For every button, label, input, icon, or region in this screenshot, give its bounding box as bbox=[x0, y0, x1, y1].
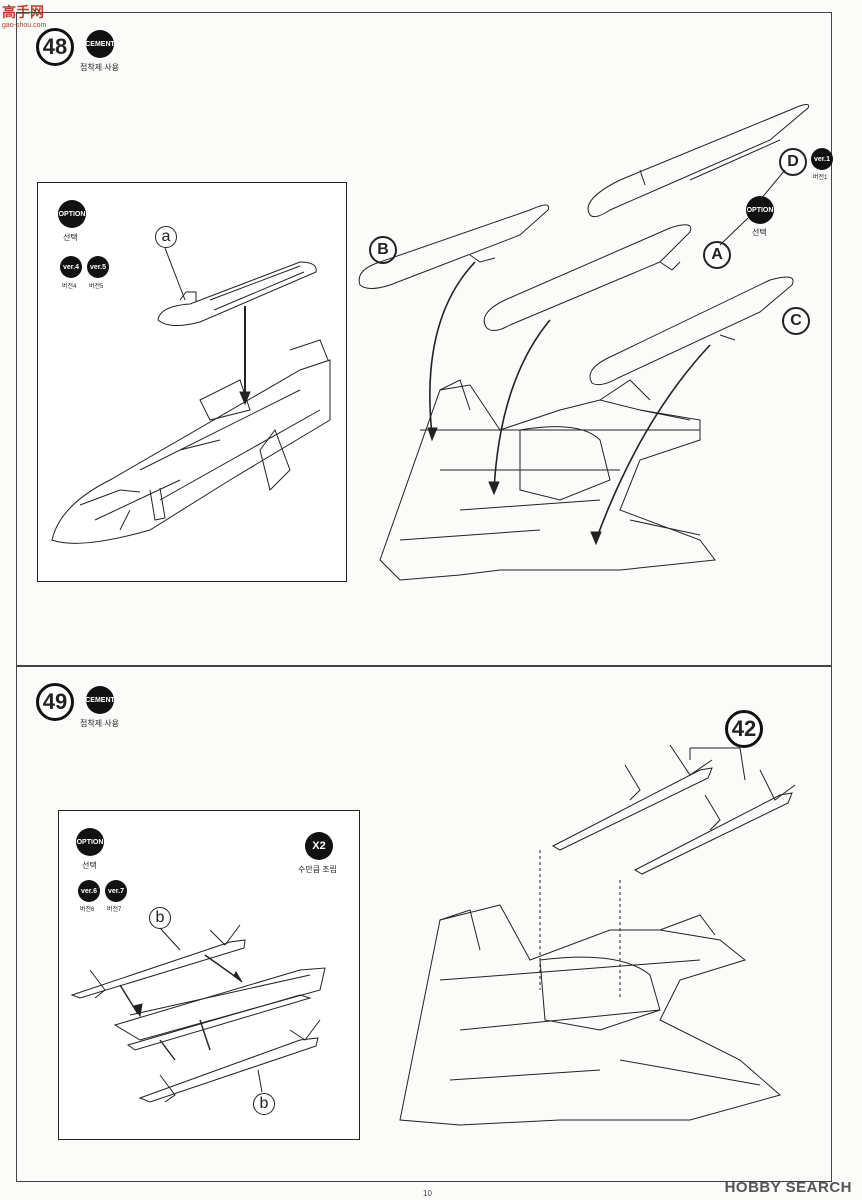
part-a-label: a bbox=[155, 226, 177, 248]
version-4-icon: ver.4 bbox=[60, 256, 82, 278]
version-1-caption: 버전1 bbox=[813, 175, 828, 181]
part-b-label: B bbox=[369, 236, 397, 264]
option-icon-right: OPTION bbox=[746, 196, 774, 224]
part-c-label: C bbox=[782, 307, 810, 335]
version-7-caption: 버전7 bbox=[107, 907, 122, 913]
option-caption-49: 선택 bbox=[82, 861, 97, 870]
option-caption: 선택 bbox=[63, 233, 78, 242]
option-caption-right: 선택 bbox=[752, 228, 767, 237]
watermark-url: gao-shou.com bbox=[2, 22, 47, 29]
hobby-search-watermark: HOBBY SEARCH bbox=[724, 1179, 852, 1196]
version-7-icon: ver.7 bbox=[105, 880, 127, 902]
step-48-panel bbox=[16, 12, 832, 667]
cement-icon: CEMENT bbox=[85, 30, 115, 58]
version-5-caption: 버전5 bbox=[89, 284, 104, 290]
part-a-option-label: A bbox=[703, 241, 731, 269]
option-icon: OPTION bbox=[58, 200, 86, 228]
step-49-panel bbox=[16, 665, 832, 1182]
cement-caption-49: 접착제 사용 bbox=[80, 719, 120, 728]
step-48-inset bbox=[37, 182, 347, 582]
version-4-caption: 버전4 bbox=[62, 284, 77, 290]
option-icon-49: OPTION bbox=[76, 828, 104, 856]
reference-step-42: 42 bbox=[725, 710, 763, 748]
version-6-icon: ver.6 bbox=[78, 880, 100, 902]
version-6-caption: 버전6 bbox=[80, 907, 95, 913]
page-number: 10 bbox=[423, 1189, 432, 1198]
repeat-x2-icon: X2 bbox=[305, 832, 333, 860]
step-48-number: 48 bbox=[36, 28, 74, 66]
step-49-number: 49 bbox=[36, 683, 74, 721]
repeat-x2-caption: 수만큼 조립 bbox=[298, 865, 338, 874]
part-b-label-bottom: b bbox=[253, 1093, 275, 1115]
version-5-icon: ver.5 bbox=[87, 256, 109, 278]
version-1-icon: ver.1 bbox=[811, 148, 833, 170]
cement-caption: 접착제 사용 bbox=[80, 63, 120, 72]
cement-icon-49: CEMENT bbox=[85, 686, 115, 714]
